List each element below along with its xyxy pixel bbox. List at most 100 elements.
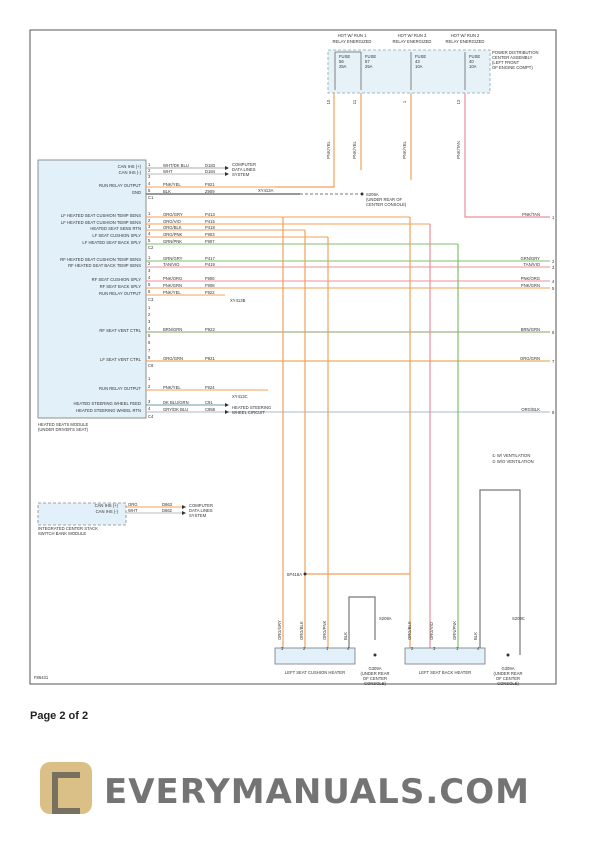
arrow-icon: [225, 410, 229, 414]
pin-number: 3: [148, 268, 151, 273]
fuse-pin: 11: [352, 99, 357, 104]
circuit-id: F908: [205, 283, 215, 288]
output-wire-label: ORG/GRN: [520, 356, 540, 361]
output-wire-label: TAN/VIO: [524, 262, 541, 267]
wire-color-label: ORG/VIO: [163, 219, 182, 224]
wire-color-label: GRN/PNK: [163, 239, 182, 244]
fuse-header: HOT W/ RUN 3: [398, 33, 427, 38]
heater-wire-label: ORG/BLK: [299, 621, 304, 640]
legend-note: ② W/O VENTILATION: [492, 459, 534, 464]
ground-note: CENTER CONSOLE): [366, 202, 407, 207]
pin-number: 1: [148, 255, 151, 260]
circuit-id: D184: [205, 169, 216, 174]
pin-function-label: CAN IHS (+): [118, 164, 142, 169]
module-name: HEATED SEATS MODULE: [38, 422, 89, 427]
wire-color-label: PNK/ORG: [163, 276, 182, 281]
pin-number: 5: [148, 333, 151, 338]
pin-function-label: RF HEATED SEAT CUSHION TEMP SENS: [60, 257, 141, 262]
ground-note: CONSOLE): [497, 681, 519, 686]
circuit-id: P418: [205, 225, 215, 230]
ground-note: OF CENTER: [363, 676, 387, 681]
fuse-label: FUSE: [339, 54, 350, 59]
output-wire-label: PNK/ORG: [521, 276, 540, 281]
data-links-destination: SYSTEM: [189, 513, 207, 518]
fuse-box-name: CENTER ASSEMBLY: [492, 55, 533, 60]
wire-color-label: PNK/GRN: [163, 283, 182, 288]
fuse-wire-label: PNK/YEL: [402, 140, 407, 158]
fuse-box-name: OF ENGINE COMPT): [492, 65, 533, 70]
circuit-id: P415: [205, 219, 215, 224]
pin-number: 4: [148, 275, 151, 280]
pin-number: 4: [148, 326, 151, 331]
circuit-id: F903: [205, 232, 215, 237]
steering-destination: WHEEL CIRCUIT: [232, 410, 265, 415]
pin-function-label: HEATED STEERING WHEEL FEED: [74, 401, 141, 406]
pin-function-label: LF HEATED SEAT BACK SPLY: [82, 240, 141, 245]
pin-number: 2: [148, 261, 151, 266]
fuse-rating: 10A: [415, 64, 423, 69]
pin-number: 7: [148, 348, 151, 353]
splice-icon: [303, 572, 307, 576]
output-wire-label: PNK/TAN: [522, 212, 540, 217]
heater-wire-label: ORG/VIO: [429, 621, 434, 640]
fuse-box-name: (LEFT FRONT: [492, 60, 520, 65]
fuse-wire-label: PNK/TAN: [456, 141, 461, 159]
arrow-icon: [182, 511, 186, 515]
pin-number: 6: [148, 340, 151, 345]
pin-function-label: RF SEAT CUSHION SPLY: [92, 277, 142, 282]
heater-name: LEFT SEAT CUSHION HEATER: [285, 670, 345, 675]
heater-wire-label: BLK: [343, 632, 348, 640]
heater-name: LEFT SEAT BACK HEATER: [419, 670, 471, 675]
splice-icon: [360, 192, 364, 196]
heater-pin: 1: [456, 646, 459, 651]
fuse-rating: 10A: [469, 64, 477, 69]
wire-color-label: TAN/VIO: [163, 262, 180, 267]
pin-number: 5: [148, 282, 151, 287]
circuit-id: C91: [205, 400, 213, 405]
pin-number: 8: [148, 355, 151, 360]
arrow-icon: [225, 172, 229, 176]
wire-color-label: GRY/DK BLU: [163, 407, 188, 412]
fuse-pin: 1: [402, 100, 407, 103]
wire-blk: [479, 489, 521, 655]
wire-color-label: GRN/GRY: [163, 256, 183, 261]
connector-id: C1: [148, 195, 154, 200]
wire-pnk-yel: [275, 93, 335, 188]
ground-note: G309A: [368, 666, 381, 671]
circuit-id: Z909: [205, 189, 215, 194]
pin-number: 3: [148, 399, 151, 404]
pin-number: 2: [148, 312, 151, 317]
heated-seats-module: [37, 159, 147, 419]
pin-function-label: RF SEAT BACK SPLY: [100, 284, 142, 289]
wire-blk: [348, 596, 376, 655]
legend-note: ① W/ VENTILATION: [492, 453, 530, 458]
circuit-id: P417: [205, 256, 215, 261]
ground-note: (UNDER REAR: [493, 671, 522, 676]
ground-note: G309A: [501, 666, 514, 671]
output-wire-label: ORG/BLK: [521, 407, 540, 412]
heater-pin: 4: [477, 646, 480, 651]
circuit-id: F924: [205, 385, 215, 390]
seat-heater: [404, 647, 486, 665]
fuse-header: RELAY ENERGIZED: [393, 39, 432, 44]
module-name: (UNDER DRIVER'S SEAT): [38, 427, 89, 432]
circuit-id: F922: [205, 290, 215, 295]
heater-wire-label: ORG/PNK: [322, 620, 327, 640]
heater-wire-label: BLK: [473, 632, 478, 640]
pin-number: 5: [148, 238, 151, 243]
pin-number: 3: [148, 319, 151, 324]
fuse-header: RELAY ENERGIZED: [333, 39, 372, 44]
pin-function-label: CAN IHS (+): [95, 503, 119, 508]
circuit-id: F921: [205, 182, 215, 187]
fuse-rating: 25A: [365, 64, 373, 69]
pin-number: 6: [148, 289, 151, 294]
fuse-box: [327, 49, 491, 94]
heater-wire-label: ORG/GRY: [277, 620, 282, 640]
wire-color-label: DK BLU/GRN: [163, 400, 189, 405]
output-wire-label: PNK/GRN: [521, 283, 540, 288]
output-number: 2: [552, 259, 555, 264]
output-number: 1: [552, 215, 555, 220]
output-number: 4: [552, 279, 555, 284]
pin-function-label: RF SEAT VENT CTRL: [99, 328, 141, 333]
output-number: 3: [552, 265, 555, 270]
